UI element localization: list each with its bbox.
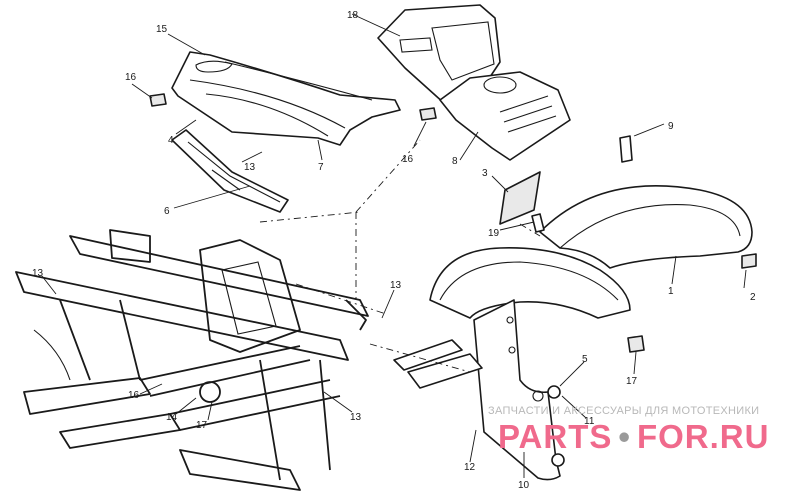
leader-lines — [41, 13, 747, 478]
callout-4: 4 — [168, 135, 174, 146]
callout-6: 6 — [164, 206, 170, 217]
front-fender-part — [429, 247, 631, 319]
callout-13: 13 — [244, 162, 256, 173]
callout-16: 16 — [128, 390, 140, 401]
console-housing-part — [377, 4, 571, 161]
callout-numbers: 15 16 4 13 6 7 18 16 8 9 3 19 2 1 17 5 1… — [32, 10, 756, 491]
watermark-tagline: ЗАПЧАСТИ И АКСЕССУАРЫ ДЛЯ МОТОТЕХНИКИ — [488, 405, 759, 417]
rear-fender-part — [539, 185, 757, 269]
callout-12: 12 — [464, 462, 476, 473]
callout-15: 15 — [156, 24, 168, 35]
callout-13: 13 — [390, 280, 402, 291]
callout-8: 8 — [452, 156, 458, 167]
watermark-brand-domain: FOR.RU — [637, 418, 770, 455]
callout-16: 16 — [402, 154, 414, 165]
callout-14: 14 — [166, 412, 178, 423]
callout-13: 13 — [350, 412, 362, 423]
hardware-parts — [149, 93, 645, 467]
sticker-part — [499, 171, 541, 225]
bracket-plate-part — [171, 129, 289, 213]
callout-1: 1 — [668, 286, 674, 297]
callout-19: 19 — [488, 228, 500, 239]
callout-2: 2 — [750, 292, 756, 303]
watermark-dot-icon: • — [618, 418, 631, 455]
callout-13: 13 — [32, 268, 44, 279]
watermark: ЗАПЧАСТИ И АКСЕССУАРЫ ДЛЯ МОТОТЕХНИКИ PA… — [488, 405, 769, 455]
callout-3: 3 — [482, 168, 488, 179]
callout-7: 7 — [318, 162, 324, 173]
callout-17: 17 — [196, 420, 208, 431]
callout-16: 16 — [125, 72, 137, 83]
watermark-brand-parts: PARTS — [498, 418, 612, 455]
callout-18: 18 — [347, 10, 359, 21]
callout-10: 10 — [518, 480, 530, 491]
callout-5: 5 — [582, 354, 588, 365]
frame-chassis-part — [15, 229, 369, 491]
callout-17: 17 — [626, 376, 638, 387]
assembly-lines — [259, 139, 541, 373]
front-panel-part — [171, 51, 401, 146]
watermark-brand: PARTS•FOR.RU — [498, 418, 769, 455]
callout-11: 11 — [584, 416, 595, 427]
callout-9: 9 — [668, 121, 674, 132]
